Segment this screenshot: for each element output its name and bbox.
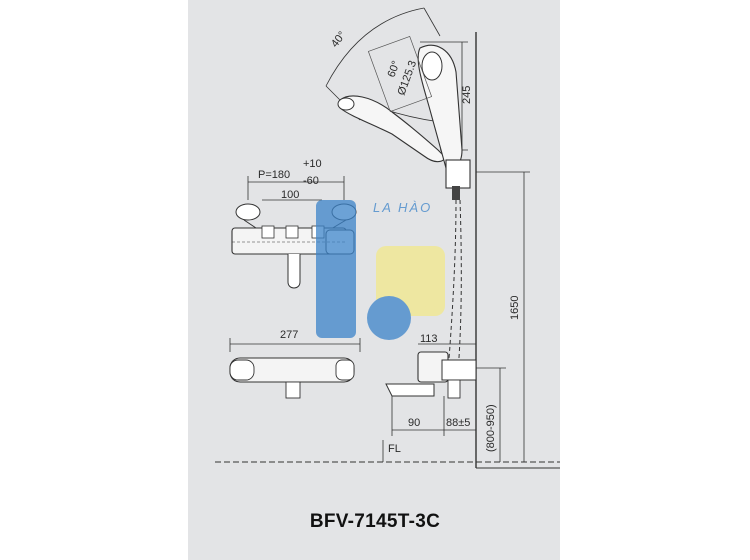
- watermark-bar: [316, 200, 356, 338]
- angle-arc: [325, 7, 425, 87]
- watermark-text: LA HÀO: [373, 200, 432, 215]
- dim-spacing: 100: [281, 189, 299, 201]
- dim-angle-small: 60°: [386, 59, 403, 79]
- dim-body-length: 277: [280, 329, 298, 341]
- mixer-side-view: [385, 343, 477, 436]
- mixer-front-view: [229, 338, 361, 399]
- shower-hose: [447, 199, 457, 373]
- dim-rail-height: 1650: [509, 296, 521, 320]
- dim-spout-reach: 90: [408, 417, 420, 429]
- model-title: BFV-7145T-3C: [309, 511, 441, 532]
- watermark-dot: [367, 296, 411, 340]
- dim-wall-offset: 88±5: [446, 417, 470, 429]
- dim-head-length: 245: [461, 86, 473, 104]
- dim-pitch-tol-plus: +10: [303, 158, 322, 170]
- drawing-panel: [188, 0, 560, 560]
- dim-outlet-depth: 113: [420, 333, 438, 345]
- dim-pitch-tol-minus: -60: [303, 175, 319, 187]
- dim-floor-label: FL: [388, 443, 401, 455]
- dim-mount-height-range: (800-950): [485, 404, 497, 452]
- dim-angle-head: 40°: [329, 29, 349, 50]
- dim-pitch: P=180: [258, 169, 290, 181]
- shower-holder: [445, 159, 471, 189]
- watermark-logo: LA HÀO: [316, 200, 445, 340]
